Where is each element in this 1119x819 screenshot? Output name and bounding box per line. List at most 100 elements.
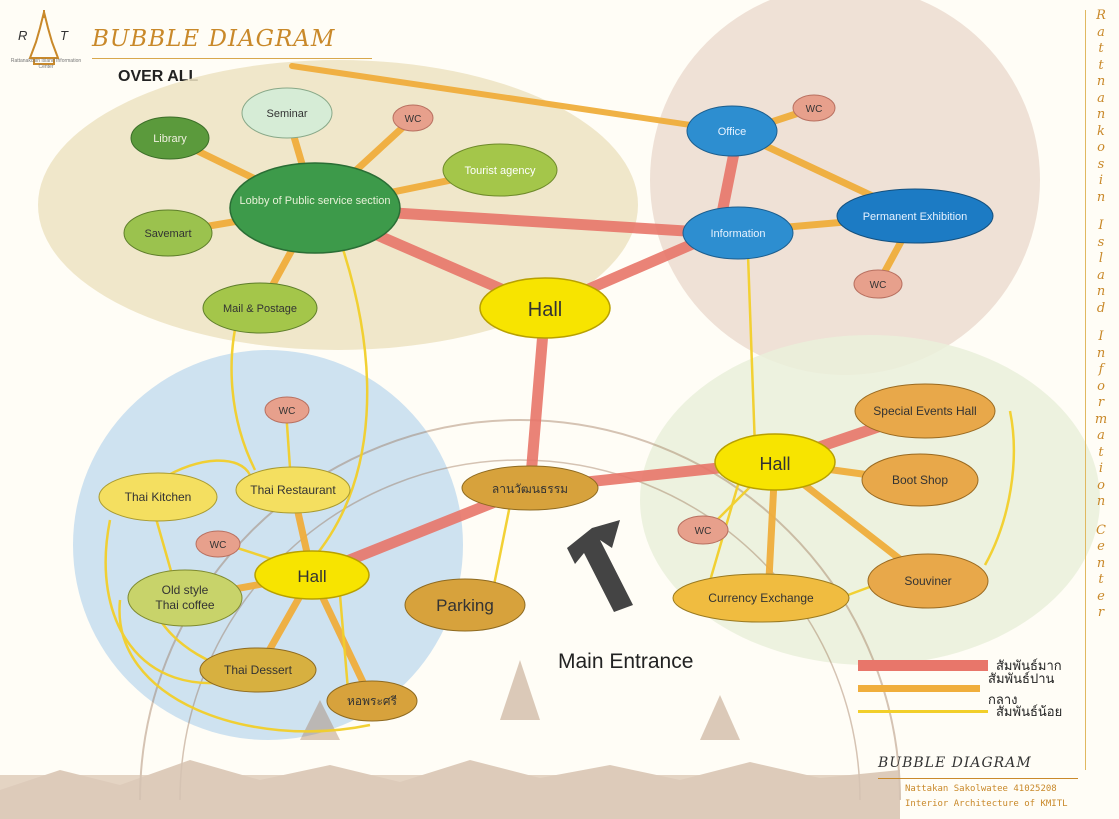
node-savemart-label: Savemart	[144, 228, 191, 240]
node-office-label: Office	[718, 126, 747, 138]
node-special[interactable]: Special Events Hall	[854, 383, 996, 439]
node-wc-food-top-label: WC	[279, 406, 296, 417]
node-currency[interactable]: Currency Exchange	[672, 573, 850, 623]
node-boot[interactable]: Boot Shop	[861, 453, 979, 507]
node-lobby-label: Lobby of Public service section	[239, 195, 390, 207]
side-letter: n	[1096, 345, 1106, 361]
node-lan-label: ลานวัฒนธรรม	[492, 482, 568, 496]
node-souviner-label: Souviner	[904, 574, 951, 588]
node-hall-main-label: Hall	[528, 299, 562, 321]
node-tourist[interactable]: Tourist agency	[442, 143, 558, 197]
node-library[interactable]: Library	[130, 116, 210, 160]
side-letter: R	[1096, 8, 1106, 23]
legend-label-weak: สัมพันธ์น้อย	[996, 705, 1063, 720]
node-parking[interactable]: Parking	[404, 578, 526, 632]
node-wc-food[interactable]: WC	[195, 530, 241, 558]
node-old-style-label-2: Thai coffee	[155, 598, 214, 612]
link-seminar-office	[289, 63, 741, 135]
side-letter: m	[1094, 411, 1108, 427]
node-thai-kitchen-label: Thai Kitchen	[125, 490, 192, 504]
side-letter: t	[1098, 57, 1104, 73]
node-wc-food-label: WC	[210, 540, 227, 551]
legend-row-strong: สัมพันธ์มาก	[858, 654, 1078, 677]
node-mail-label: Mail & Postage	[223, 303, 297, 315]
node-information[interactable]: Information	[682, 206, 794, 260]
node-information-label: Information	[710, 228, 765, 240]
skyline-background	[0, 419, 901, 819]
node-wc-lobby[interactable]: WC	[392, 104, 434, 132]
side-letter: t	[1098, 41, 1104, 56]
node-souviner[interactable]: Souviner	[867, 553, 989, 609]
node-lan[interactable]: ลานวัฒนธรรม	[461, 465, 599, 511]
node-old-style[interactable]: Old style Thai coffee	[127, 569, 243, 627]
node-currency-label: Currency Exchange	[708, 591, 814, 605]
node-boot-label: Boot Shop	[892, 473, 948, 487]
zone-office	[650, 0, 1040, 375]
side-letter: a	[1097, 428, 1105, 443]
side-letter: t	[1098, 444, 1104, 460]
side-letter: i	[1098, 461, 1104, 476]
node-lobby[interactable]: Lobby of Public service section	[229, 162, 401, 254]
legend-swatch-medium	[858, 685, 981, 692]
legend-label-medium: สัมพันธ์ปานกลาง	[988, 671, 1055, 708]
side-letter: s	[1097, 234, 1105, 250]
side-letter: f	[1098, 362, 1104, 377]
logo-icon: R T	[18, 10, 69, 65]
node-office[interactable]: Office	[686, 105, 778, 157]
side-letter: o	[1097, 140, 1105, 155]
node-hall-right-label: Hall	[759, 454, 790, 474]
side-letter: k	[1097, 123, 1105, 139]
node-hall-main[interactable]: Hall	[479, 277, 611, 339]
side-letter: s	[1097, 156, 1105, 172]
side-letter: e	[1097, 588, 1105, 604]
credit-author: Nattakan Sakolwatee 41025208	[905, 784, 1057, 794]
node-library-label: Library	[153, 133, 187, 145]
link-kitchen-restaurant	[159, 459, 252, 482]
page-subtitle: OVER ALL	[118, 68, 199, 85]
node-exhibition[interactable]: Permanent Exhibition	[836, 188, 994, 244]
title-underline	[92, 58, 372, 59]
side-letter: a	[1097, 24, 1105, 40]
logo-letter-t: T	[60, 28, 69, 43]
side-letter: n	[1096, 494, 1106, 509]
node-seminar[interactable]: Seminar	[241, 87, 333, 139]
node-mail[interactable]: Mail & Postage	[202, 282, 318, 334]
node-wc-exhibit[interactable]: WC	[853, 269, 903, 299]
side-divider	[1085, 10, 1086, 770]
node-wc-right[interactable]: WC	[677, 515, 729, 545]
side-letter: r	[1097, 395, 1105, 410]
node-wc-office[interactable]: WC	[792, 94, 836, 122]
node-hor-phra[interactable]: หอพระศรี	[326, 680, 418, 722]
side-letter: n	[1096, 74, 1106, 89]
link-hall-left-horphra-weak	[338, 594, 350, 691]
legend-label-strong: สัมพันธ์มาก	[996, 659, 1062, 674]
side-letter: n	[1096, 555, 1106, 571]
footer-underline	[878, 778, 1078, 779]
side-letter: l	[1098, 251, 1104, 266]
node-special-label: Special Events Hall	[873, 404, 976, 418]
side-letter: C	[1096, 522, 1106, 538]
link-kitchen-dessert	[104, 519, 241, 685]
main-entrance-arrow-icon	[567, 520, 633, 612]
side-letter: e	[1097, 539, 1105, 554]
node-thai-restaurant[interactable]: Thai Restaurant	[235, 466, 351, 514]
node-thai-dessert[interactable]: Thai Dessert	[199, 647, 317, 693]
side-letter: I	[1098, 218, 1104, 233]
footer-title: BUBBLE DIAGRAM	[878, 755, 1032, 771]
side-letter: n	[1096, 107, 1106, 122]
legend-swatch-weak	[858, 710, 988, 713]
node-savemart[interactable]: Savemart	[123, 209, 213, 257]
node-wc-office-label: WC	[806, 104, 823, 115]
side-letter: a	[1097, 267, 1105, 283]
node-hall-left[interactable]: Hall	[254, 550, 370, 600]
node-exhibition-label: Permanent Exhibition	[863, 211, 968, 223]
node-hall-right[interactable]: Hall	[714, 433, 836, 491]
credit-school: Interior Architecture of KMITL	[905, 799, 1068, 809]
node-thai-kitchen[interactable]: Thai Kitchen	[98, 472, 218, 522]
main-entrance-label: Main Entrance	[558, 650, 693, 673]
side-letter: n	[1096, 189, 1106, 205]
node-wc-food-top[interactable]: WC	[264, 396, 310, 424]
